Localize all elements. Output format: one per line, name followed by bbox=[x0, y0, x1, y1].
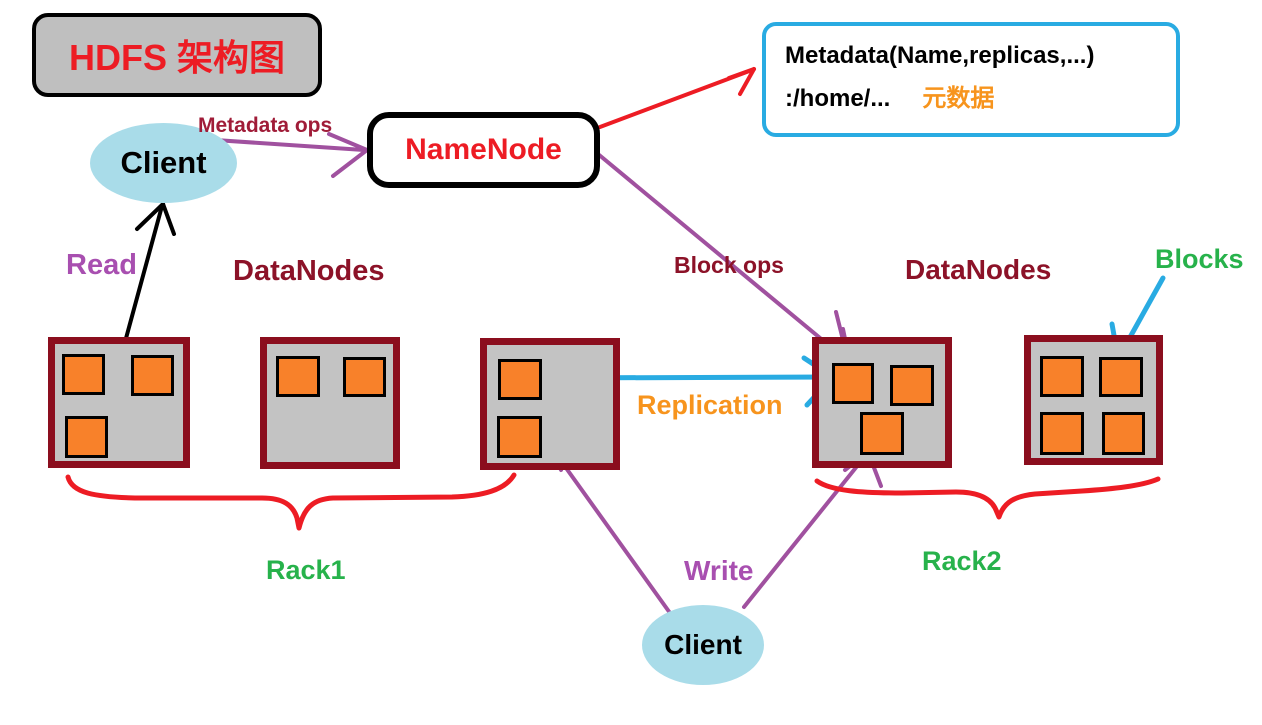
namenode-metadata-arrow bbox=[598, 67, 756, 129]
datanode-box-3 bbox=[480, 338, 620, 470]
block bbox=[343, 357, 386, 397]
block bbox=[498, 359, 542, 400]
block bbox=[131, 355, 174, 396]
block bbox=[832, 363, 874, 404]
metadata-path: :/home/... bbox=[785, 85, 891, 112]
write-arrow-right bbox=[742, 450, 883, 609]
diagram-title: HDFS 架构图 bbox=[32, 13, 322, 97]
datanodes-left-label: DataNodes bbox=[233, 255, 385, 287]
rack2-label: Rack2 bbox=[922, 546, 1002, 576]
datanode-box-2 bbox=[260, 337, 400, 469]
metadata-line1: Metadata(Name,replicas,...) bbox=[785, 42, 1095, 69]
rack1-label: Rack1 bbox=[266, 555, 346, 585]
datanode-box-4 bbox=[812, 337, 952, 468]
datanode-box-1 bbox=[48, 337, 190, 468]
read-label: Read bbox=[66, 249, 137, 281]
block bbox=[1040, 356, 1084, 397]
block bbox=[1102, 412, 1145, 455]
metadata-highlight: 元数据 bbox=[922, 85, 995, 112]
namenode-box: NameNode bbox=[367, 112, 600, 188]
block bbox=[1040, 412, 1084, 455]
replication-label: Replication bbox=[637, 390, 783, 420]
client-bottom-ellipse: Client bbox=[642, 605, 764, 685]
block bbox=[62, 354, 105, 395]
metadata-ops-label: Metadata ops bbox=[198, 114, 333, 137]
client-top-ellipse: Client bbox=[90, 123, 237, 203]
datanode-box-5 bbox=[1024, 335, 1163, 465]
rack1-brace bbox=[65, 472, 517, 531]
write-label: Write bbox=[684, 555, 754, 586]
block bbox=[860, 412, 904, 455]
blocks-label: Blocks bbox=[1155, 244, 1244, 274]
block-ops-label: Block ops bbox=[674, 252, 784, 278]
block bbox=[65, 416, 108, 458]
metadata-note-box: Metadata(Name,replicas,...) :/home/... 元数… bbox=[762, 22, 1180, 137]
block bbox=[1099, 357, 1143, 397]
block bbox=[276, 356, 320, 397]
block bbox=[497, 416, 542, 458]
rack2-brace bbox=[814, 476, 1161, 520]
block bbox=[890, 365, 934, 406]
metadata-line2: :/home/... 元数据 bbox=[785, 81, 1176, 117]
datanodes-right-label: DataNodes bbox=[905, 254, 1052, 285]
